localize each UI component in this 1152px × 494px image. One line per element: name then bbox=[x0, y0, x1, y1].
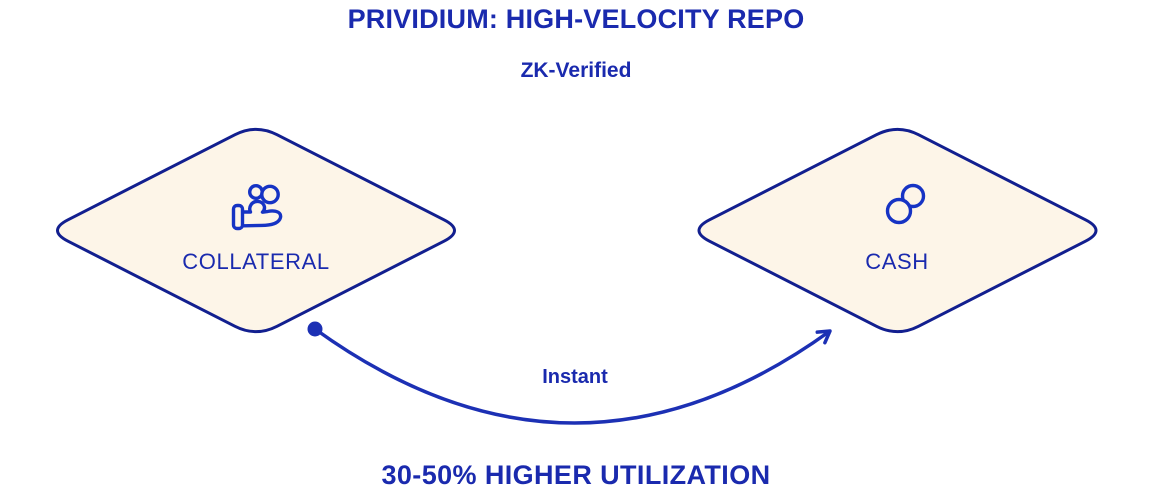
utilization-caption: 30-50% HIGHER UTILIZATION bbox=[381, 460, 771, 490]
page-subtitle: ZK-Verified bbox=[520, 59, 632, 82]
collateral-label: COLLATERAL bbox=[182, 249, 330, 274]
flow-arrow bbox=[313, 327, 832, 425]
cash-node bbox=[697, 127, 1098, 334]
cash-label: CASH bbox=[865, 249, 929, 274]
edge-label: Instant bbox=[542, 366, 608, 388]
hand-coins-icon bbox=[231, 184, 283, 231]
coins-icon bbox=[885, 183, 926, 225]
collateral-node bbox=[56, 127, 456, 334]
page-title: PRIVIDIUM: HIGH-VELOCITY REPO bbox=[347, 4, 805, 34]
